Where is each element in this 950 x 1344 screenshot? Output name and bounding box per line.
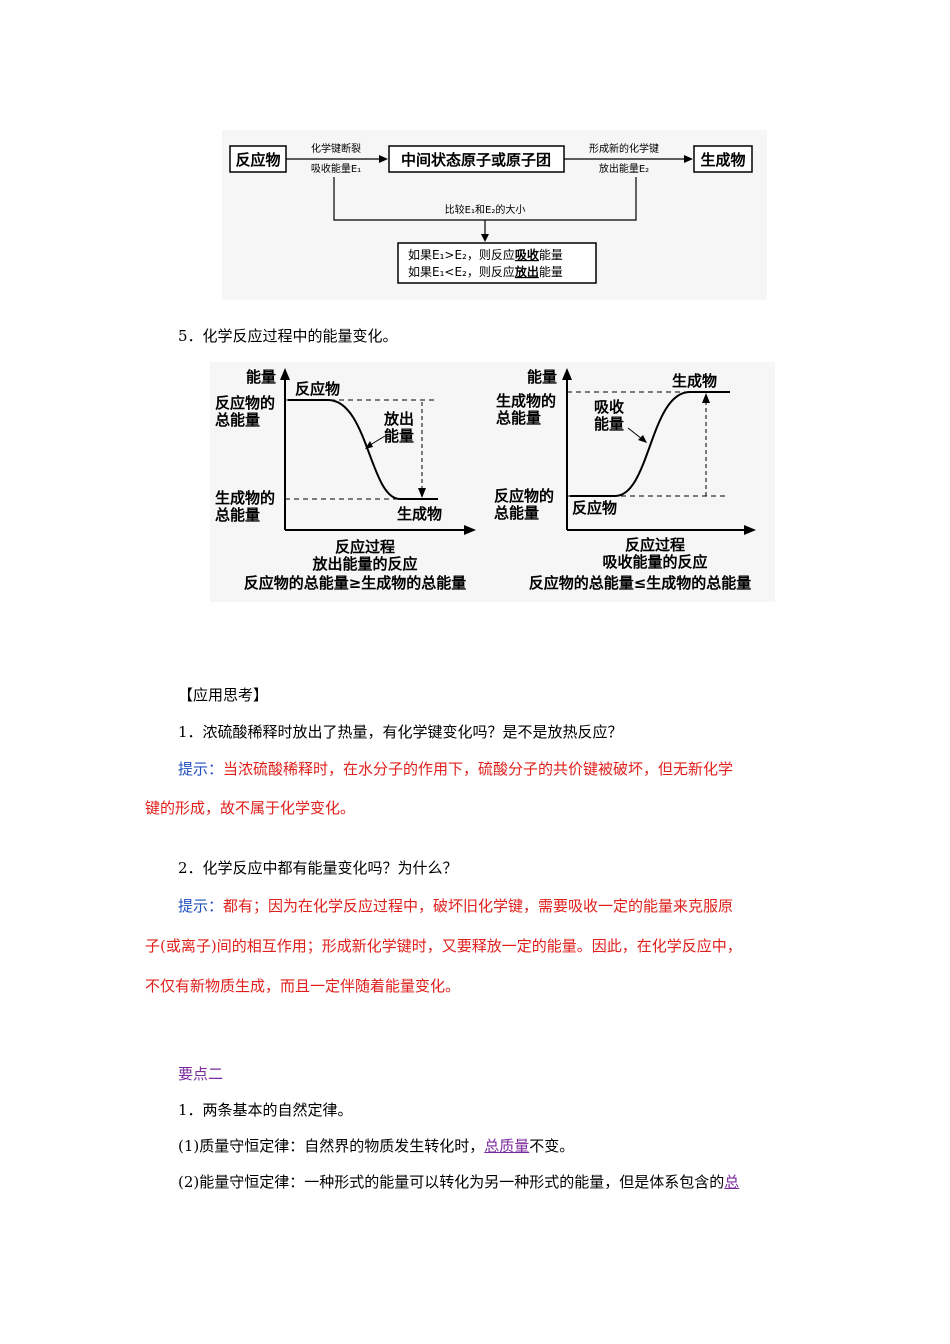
hint-label-2: 提示： — [178, 897, 224, 915]
bond-energy-flow-diagram: 反应物 中间状态原子或原子团 生成物 化学键断裂 吸收能量E₁ 形成新的化学键 … — [222, 130, 767, 300]
product-box — [693, 145, 753, 173]
left-caption1: 放出能量的反应 — [311, 555, 417, 573]
laws-title: 1．两条基本的自然定律。 — [178, 1101, 353, 1119]
left-top-level-l1: 反应物的 — [215, 394, 275, 412]
compare-label: 比较E₁和E₂的大小 — [445, 203, 526, 216]
right-x-axis-label: 反应过程 — [625, 536, 685, 554]
energy-profile-diagrams: 能量 反应物 反应物的 总能量 放出 能量 生成物的 总能量 生成物 反应过程 … — [210, 362, 775, 602]
endothermic-graph: 能量 生成物 生成物的 总能量 吸收 能量 反应物的 总能量 反应物 反应过程 … — [494, 368, 756, 592]
left-x-axis-label: 反应过程 — [335, 538, 395, 556]
intermediate-box-label: 中间状态原子或原子团 — [401, 151, 551, 169]
arrow2-bottom-label: 放出能量E₂ — [599, 162, 649, 175]
result2: 如果E₁<E₂，则反应放出能量 — [408, 264, 563, 279]
arrow1-bottom-label: 吸收能量E₁ — [311, 162, 361, 175]
right-caption2: 反应物的总能量≤生成物的总能量 — [529, 574, 752, 592]
right-bottom-label: 反应物 — [572, 499, 617, 517]
answer-1-line-1: 提示：当浓硫酸稀释时，在水分子的作用下，硫酸分子的共价键被破坏，但无新化学 — [178, 760, 734, 778]
right-top-level-l1: 生成物的 — [496, 392, 556, 410]
answer-2-line-1: 提示：都有；因为在化学反应过程中，破坏旧化学键，需要吸收一定的能量来克服原 — [178, 897, 734, 915]
arrow2-top-label: 形成新的化学键 — [589, 142, 659, 155]
answer-2-line-3: 不仅有新物质生成，而且一定伴随着能量变化。 — [145, 977, 461, 995]
left-low-level-l1: 生成物的 — [215, 489, 275, 507]
left-arrow-l2: 能量 — [384, 427, 414, 445]
left-y-axis-label: 能量 — [246, 368, 276, 386]
answer-1-line-2: 键的形成，故不属于化学变化。 — [145, 799, 356, 817]
arrow1-top-label: 化学键断裂 — [311, 142, 361, 155]
law-2: (2)能量守恒定律：一种形式的能量可以转化为另一种形式的能量，但是体系包含的总 — [178, 1173, 740, 1191]
right-low-level-l1: 反应物的 — [494, 487, 554, 505]
right-arrow-l1: 吸收 — [594, 398, 624, 416]
law-2-key: 总 — [724, 1173, 740, 1191]
intermediate-box — [388, 145, 565, 173]
question-2: 2．化学反应中都有能量变化吗？为什么？ — [178, 859, 458, 877]
reactant-box-label: 反应物 — [235, 151, 280, 169]
point-2-heading: 要点二 — [178, 1065, 224, 1083]
left-arrow-l1: 放出 — [383, 410, 414, 428]
left-low-level-l2: 总能量 — [215, 506, 260, 524]
right-top-label: 生成物 — [672, 372, 717, 390]
result1: 如果E₁>E₂，则反应吸收能量 — [408, 247, 563, 262]
question-1: 1．浓硫酸稀释时放出了热量，有化学键变化吗？是不是放热反应？ — [178, 723, 623, 741]
left-bottom-label: 生成物 — [397, 505, 442, 523]
item-5-title: 5．化学反应过程中的能量变化。 — [178, 327, 398, 345]
reactant-box — [229, 145, 287, 173]
right-y-axis-label: 能量 — [527, 368, 557, 386]
right-caption1: 吸收能量的反应 — [602, 553, 707, 571]
left-caption2: 反应物的总能量≥生成物的总能量 — [244, 574, 467, 592]
product-box-label: 生成物 — [700, 151, 745, 169]
law-1: (1)质量守恒定律：自然界的物质发生转化时，总质量不变。 — [178, 1137, 575, 1155]
left-top-level-l2: 总能量 — [215, 411, 260, 429]
result-box — [397, 242, 597, 284]
right-low-level-l2: 总能量 — [494, 504, 539, 522]
right-arrow-l2: 能量 — [594, 415, 624, 433]
exothermic-graph: 能量 反应物 反应物的 总能量 放出 能量 生成物的 总能量 生成物 反应过程 … — [215, 368, 476, 592]
law-1-key: 总质量 — [484, 1137, 530, 1155]
left-top-label: 反应物 — [295, 380, 340, 398]
hint-label: 提示： — [178, 760, 224, 778]
section-apply-heading: 【应用思考】 — [178, 686, 269, 704]
right-top-level-l2: 总能量 — [496, 409, 541, 427]
answer-2-line-2: 子(或离子)间的相互作用；形成新化学键时，又要释放一定的能量。因此，在化学反应中… — [145, 937, 742, 955]
